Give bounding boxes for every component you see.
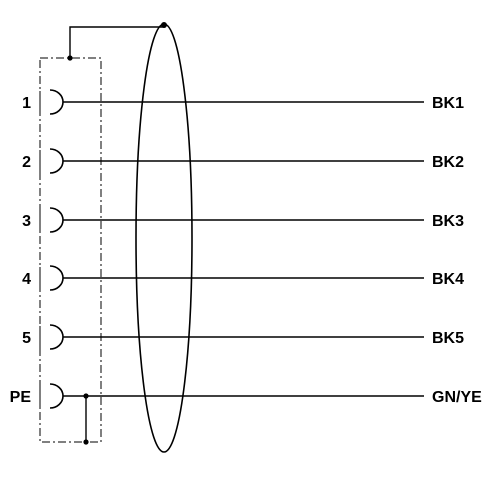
shield-junction-dot-housing bbox=[67, 55, 73, 61]
wire-color-label: BK3 bbox=[432, 213, 464, 230]
wire-color-label: BK4 bbox=[432, 271, 464, 288]
socket-contact-symbol bbox=[49, 383, 64, 409]
socket-contact-symbol bbox=[49, 324, 64, 350]
wire-color-label: BK2 bbox=[432, 154, 464, 171]
pin-label: PE bbox=[10, 389, 32, 406]
socket-contact-symbol bbox=[49, 265, 64, 291]
socket-contact-symbol bbox=[49, 89, 64, 115]
wire-color-label: BK5 bbox=[432, 330, 464, 347]
pin-label: 2 bbox=[22, 154, 31, 171]
pin-label: 4 bbox=[22, 271, 31, 288]
pe-junction-dot-housing bbox=[83, 439, 89, 445]
pin-label: 1 bbox=[22, 95, 31, 112]
pin-row: 2 BK2 bbox=[22, 148, 464, 174]
pin-row: PE GN/YE bbox=[10, 383, 482, 409]
wire-color-label: BK1 bbox=[432, 95, 464, 112]
wire-color-label: GN/YE bbox=[432, 389, 482, 406]
socket-contact-symbol bbox=[49, 207, 64, 233]
cable-shield-ellipse bbox=[135, 23, 193, 453]
shield-junction-dot-ellipse bbox=[161, 22, 167, 28]
pin-label: 3 bbox=[22, 213, 31, 230]
pin-row: 4 BK4 bbox=[22, 265, 464, 291]
pin-row: 1 BK1 bbox=[22, 89, 464, 115]
connector-housing-outline bbox=[39, 57, 102, 443]
pin-label: 5 bbox=[22, 330, 31, 347]
pin-row: 5 BK5 bbox=[22, 324, 464, 350]
socket-contact-symbol bbox=[49, 148, 64, 174]
pin-row: 3 BK3 bbox=[22, 207, 464, 233]
